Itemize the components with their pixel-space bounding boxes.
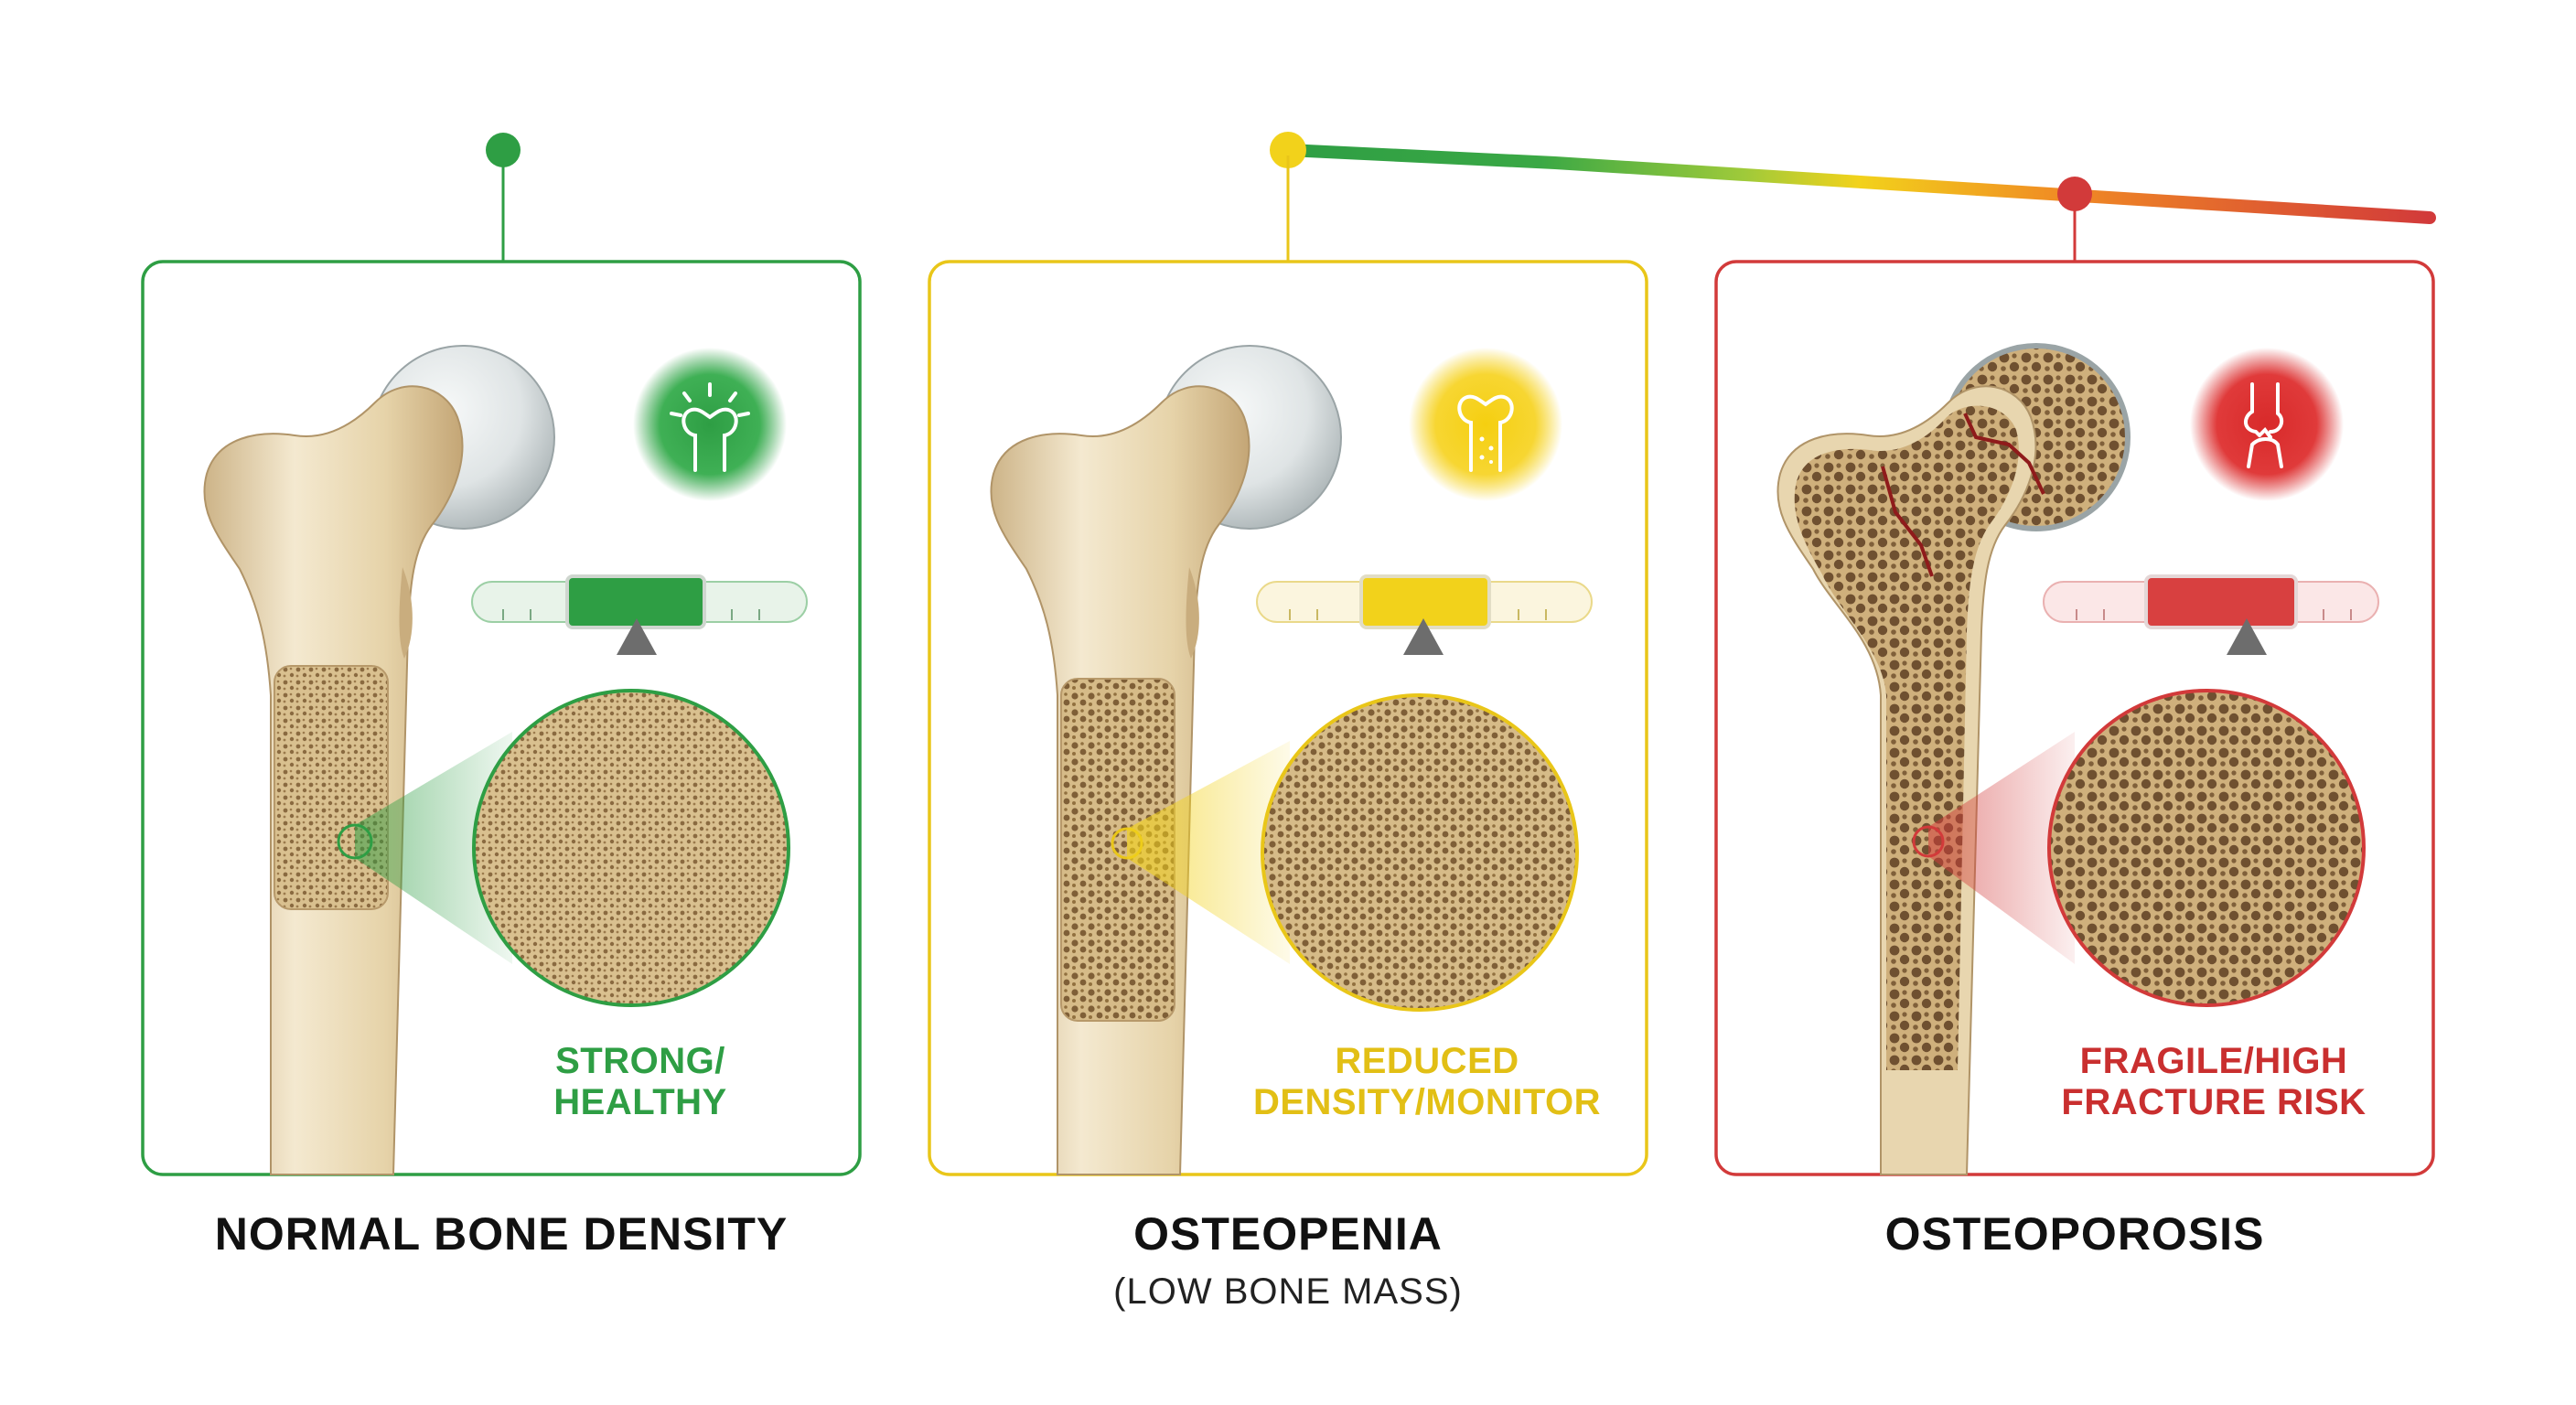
zoom-cone-normal: [355, 732, 512, 964]
timeline-decline-line: [1282, 144, 2436, 224]
status-caption-osteopenia: REDUCED DENSITY/MONITOR: [1244, 1041, 1610, 1123]
cutaway-normal: [274, 665, 389, 910]
zoom-lens-osteopenia: [1261, 693, 1579, 1012]
stage-title-osteoporosis: OSTEOPOROSIS: [1884, 1208, 2265, 1260]
density-gauge-osteoporosis: [2043, 574, 2379, 655]
stage-subtitle-osteopenia: (LOW BONE MASS): [1113, 1271, 1463, 1312]
porous-bone-icon: [1457, 394, 1514, 472]
panel-osteopenia: [928, 260, 1648, 1176]
status-line1-normal: STRONG/: [555, 1041, 725, 1081]
status-line2-normal: HEALTHY: [553, 1081, 727, 1122]
fracture-line: [1881, 413, 2045, 577]
timeline-marker-osteopenia: [1270, 132, 1306, 168]
zoom-cone-osteoporosis: [1928, 732, 2075, 964]
trochanter-normal: [399, 567, 413, 659]
femur-osteopenia: [990, 345, 1342, 1175]
density-gauge-osteopenia: [1256, 574, 1593, 655]
gauge-pointer-osteoporosis: [2227, 618, 2267, 655]
status-glow-normal: [633, 348, 787, 501]
status-caption-normal: STRONG/ HEALTHY: [512, 1041, 768, 1123]
gauge-pointer-osteopenia: [1403, 618, 1444, 655]
status-line1-osteopenia: REDUCED: [1335, 1041, 1519, 1081]
gauge-fill-osteopenia: [1359, 574, 1491, 629]
gauge-pointer-normal: [617, 618, 657, 655]
panel-osteoporosis: [1714, 260, 2435, 1176]
status-glow-osteopenia: [1409, 348, 1562, 501]
timeline-marker-normal: [486, 133, 521, 167]
density-gauge-normal: [471, 574, 808, 655]
zoom-lens-normal: [472, 689, 790, 1007]
spongy-interior-osteoporosis: [1794, 405, 2019, 1071]
trochanter-osteopenia: [1186, 567, 1199, 659]
status-glow-osteoporosis: [2190, 348, 2344, 501]
severity-timeline: [140, 132, 2440, 262]
gauge-fill-osteoporosis: [2144, 574, 2298, 629]
status-caption-osteoporosis: FRAGILE/HIGH FRACTURE RISK: [2040, 1041, 2388, 1123]
glowing-bone-icon: [670, 382, 750, 472]
broken-joint-icon: [2244, 382, 2284, 468]
status-line2-osteoporosis: FRACTURE RISK: [2061, 1081, 2367, 1122]
femur-osteoporosis: [1776, 343, 2131, 1175]
stage-title-osteopenia: OSTEOPENIA: [1133, 1208, 1443, 1260]
femur-normal: [203, 345, 555, 1175]
gauge-fill-normal: [565, 574, 706, 629]
status-line2-osteopenia: DENSITY/MONITOR: [1252, 1081, 1602, 1122]
status-line1-osteoporosis: FRAGILE/HIGH: [2079, 1041, 2348, 1081]
zoom-cone-osteopenia: [1127, 741, 1290, 964]
zoom-lens-osteoporosis: [2047, 689, 2366, 1007]
timeline-marker-osteoporosis: [2057, 177, 2092, 211]
panel-normal: [141, 260, 862, 1176]
stage-title-normal: NORMAL BONE DENSITY: [214, 1208, 789, 1260]
